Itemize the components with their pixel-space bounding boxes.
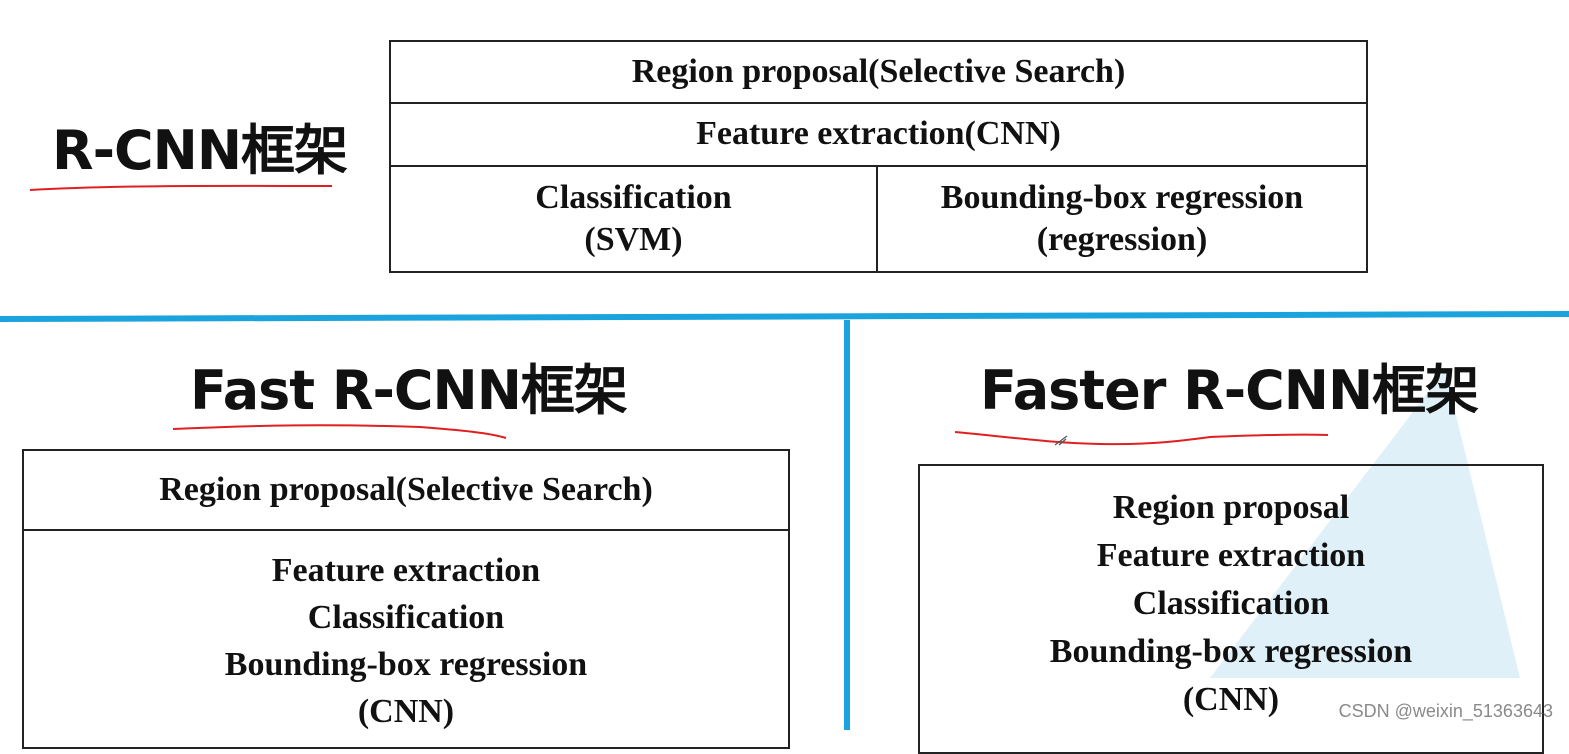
rcnn-table: Region proposal(Selective Search) Featur…	[389, 40, 1368, 273]
fast-cnn-line: (CNN)	[357, 693, 455, 730]
faster-cnn-line: (CNN)	[1182, 681, 1280, 718]
rcnn-bbox-line: Bounding-box regression	[940, 178, 1304, 216]
rcnn-classification-line: Classification	[535, 178, 732, 216]
fast-rcnn-title: Fast R-CNN框架	[190, 359, 628, 422]
faster-underline-annotation	[954, 431, 1329, 446]
rcnn-bbox-line: (regression)	[1036, 221, 1208, 258]
fast-underline-annotation	[172, 424, 507, 439]
rcnn-region-proposal-cell: Region proposal(Selective Search)	[391, 42, 1366, 104]
fast-cnn-line: Feature extraction	[271, 552, 541, 589]
faster-cnn-cell: Region proposal Feature extraction Class…	[920, 466, 1542, 746]
rcnn-bbox-regression-cell: Bounding-box regression (regression)	[878, 167, 1366, 271]
faster-cnn-line: Region proposal	[1112, 489, 1350, 526]
fast-region-proposal-cell: Region proposal(Selective Search)	[24, 451, 788, 531]
fast-rcnn-table: Region proposal(Selective Search) Featur…	[22, 449, 790, 749]
rcnn-classification-cell: Classification (SVM)	[391, 167, 878, 271]
rcnn-feature-extraction-cell: Feature extraction(CNN)	[391, 104, 1366, 167]
fast-cnn-line: Classification	[307, 599, 505, 636]
rcnn-title: R-CNN框架	[52, 119, 348, 182]
pen-mark-annotation	[1054, 435, 1068, 446]
watermark: CSDN @weixin_51363643	[1338, 701, 1553, 721]
faster-cnn-line: Feature extraction	[1096, 537, 1366, 574]
faster-rcnn-table: Region proposal Feature extraction Class…	[918, 464, 1544, 754]
fast-cnn-cell: Feature extraction Classification Boundi…	[24, 531, 788, 731]
rcnn-classification-line: (SVM)	[584, 221, 683, 258]
faster-cnn-line: Bounding-box regression	[1049, 633, 1413, 670]
horizontal-divider	[0, 311, 1569, 322]
faster-rcnn-title: Faster R-CNN框架	[980, 359, 1479, 422]
fast-cnn-line: Bounding-box regression	[224, 646, 588, 683]
rcnn-underline-annotation	[29, 184, 333, 191]
faster-cnn-line: Classification	[1132, 585, 1330, 622]
